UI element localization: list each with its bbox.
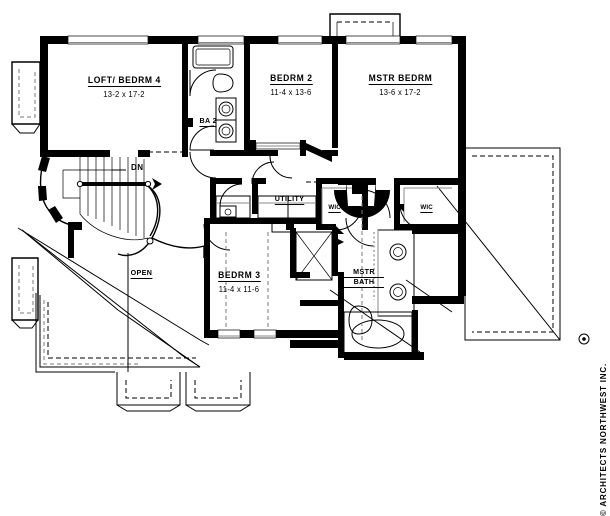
roof-ridge-lines [17,227,210,368]
floor-plan-vector: .w { fill:#000; } .thin { fill:none; str… [11,13,590,412]
top-bay-window [329,13,401,36]
room-name-mstr-bath-line1: MSTR [344,267,384,278]
room-label-loft-bedrm-4: LOFT/ BEDRM 4 13-2 x 17-2 [60,70,188,99]
room-label-wic-left: WIC [320,196,350,215]
room-label-bedrm-3: BEDRM 3 11-4 x 11-6 [198,265,280,294]
bedrm2-door [269,155,293,179]
room-name-utility: UTILITY [275,194,305,205]
bedrm2-lower-wall [250,142,332,162]
roof-outline-left [21,229,201,368]
room-label-wic-right: WIC [412,196,442,215]
mstr-bath-double-doors [334,178,391,247]
room-name-bedrm-2: BEDRM 2 [269,73,313,85]
stair-direction-label: DN [131,163,144,172]
room-name-open: OPEN [130,268,152,279]
roof-bottom-projections [116,372,251,412]
room-name-bedrm-3: BEDRM 3 [217,270,261,282]
bedrm3 [204,228,340,339]
copyright-mark [578,333,590,345]
bedrm3-closet-detail [271,221,294,233]
right-lower-wall [452,296,464,304]
room-label-ba-2: BA 2 [189,110,227,129]
room-name-wic-right: WIC [420,204,434,213]
staircase [62,157,162,257]
room-label-open: OPEN [119,262,163,281]
room-label-bedrm-2: BEDRM 2 11-4 x 13-6 [246,68,336,97]
room-label-mstr-bedrm: MSTR BEDRM 13-6 x 17-2 [344,68,456,97]
copyright-notice: © ARCHITECTS NORTHWEST INC. [599,363,608,516]
room-name-loft-bedrm-4: LOFT/ BEDRM 4 [87,75,161,87]
ba2-fixtures [188,45,237,151]
room-dimensions-mstr-bedrm: 13-6 x 17-2 [379,87,421,97]
room-dimensions-loft-bedrm-4: 13-2 x 17-2 [103,89,145,99]
left-lower-bay-window [11,257,39,329]
room-name-ba-2: BA 2 [199,116,217,127]
room-dimensions-bedrm-3: 11-4 x 11-6 [218,284,260,294]
room-label-mstr-bath: MSTR BATH [343,267,385,288]
room-label-utility: UTILITY [262,188,318,207]
room-name-mstr-bath-line2: BATH [344,277,384,288]
room-name-mstr-bedrm: MSTR BEDRM [368,73,432,85]
curved-landing-wall [38,151,82,258]
floor-plan-drawing: .w { fill:#000; } .thin { fill:none; str… [11,13,608,516]
room-name-wic-left: WIC [328,204,342,213]
top-windows [67,35,453,45]
room-dimensions-bedrm-2: 11-4 x 13-6 [270,87,312,97]
exterior-walls [40,36,466,296]
